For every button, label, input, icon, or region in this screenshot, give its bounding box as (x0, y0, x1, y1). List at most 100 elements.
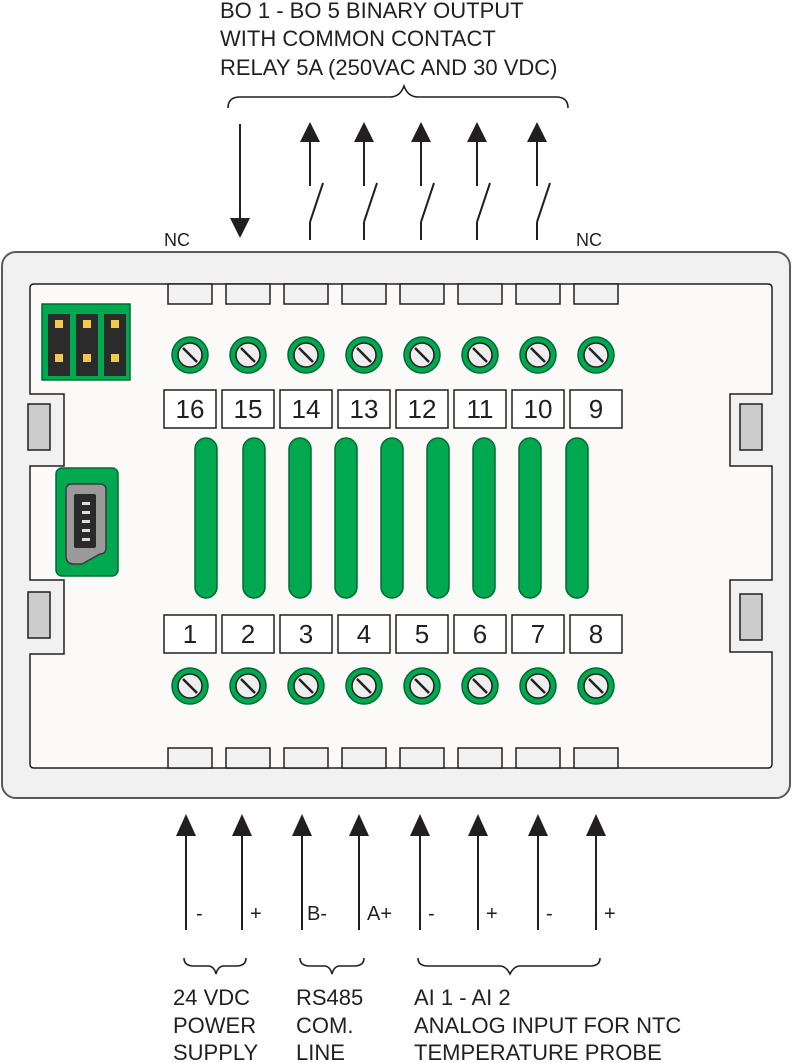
top-cutout (399, 283, 445, 305)
polarity-sign: - (428, 903, 435, 925)
terminal-screw[interactable] (171, 336, 209, 374)
terminal-screw[interactable] (519, 667, 557, 705)
terminal-number-label: 1 (163, 614, 217, 654)
wire-arrow (586, 814, 606, 930)
left-latch-lower (27, 591, 51, 639)
terminal-screw[interactable] (577, 667, 615, 705)
group-power-line-1: 24 VDC (173, 985, 250, 1010)
terminal-number-label: 9 (569, 389, 623, 429)
top-cutout (283, 283, 329, 305)
terminal-number: 1 (183, 619, 197, 649)
relay-contact (467, 122, 491, 240)
polarity-sign: + (604, 903, 616, 925)
contact-bar (334, 437, 358, 599)
top-screw-row (171, 336, 615, 374)
terminal-number-label: 15 (221, 389, 275, 429)
terminal-number: 8 (589, 619, 603, 649)
top-cutout (573, 283, 619, 305)
relay-contact (411, 122, 435, 240)
bottom-terminal-cutouts (167, 747, 619, 769)
polarity-sign: + (486, 903, 498, 925)
relay-contact (300, 122, 324, 240)
terminal-screw[interactable] (577, 336, 615, 374)
polarity-sign: A+ (367, 903, 392, 925)
top-caption-line-1: BO 1 - BO 5 BINARY OUTPUT (220, 0, 524, 23)
terminal-screw[interactable] (229, 667, 267, 705)
terminal-screw[interactable] (403, 667, 441, 705)
terminal-number: 14 (292, 394, 321, 424)
terminal-number: 4 (357, 619, 371, 649)
terminal-screw[interactable] (461, 336, 499, 374)
bottom-cutout (457, 747, 503, 769)
wire-arrow (292, 814, 312, 930)
terminal-number: 10 (524, 394, 553, 424)
group-analog-line-1: AI 1 - AI 2 (414, 985, 511, 1010)
group-rs485-line-2: COM. (296, 1013, 353, 1038)
brace-analog (417, 957, 601, 976)
top-cutout (515, 283, 561, 305)
group-analog-line-2: ANALOG INPUT FOR NTC (414, 1013, 681, 1038)
terminal-screw[interactable] (287, 667, 325, 705)
terminal-screw[interactable] (287, 336, 325, 374)
top-terminal-number-row: 16 15 14 13 12 11 10 9 (163, 389, 623, 429)
pin-header-connector (41, 303, 131, 381)
terminal-number: 3 (299, 619, 313, 649)
top-brace (227, 83, 569, 109)
top-caption-line-2: WITH COMMON CONTACT (220, 26, 496, 51)
polarity-sign: - (196, 903, 203, 925)
terminal-number-label: 4 (337, 614, 391, 654)
top-wiring (230, 124, 250, 238)
terminal-contact-bars (194, 437, 589, 599)
terminal-screw[interactable] (229, 336, 267, 374)
terminal-number-label: 13 (337, 389, 391, 429)
relay-contacts (300, 122, 551, 240)
bottom-cutout (341, 747, 387, 769)
nc-label-left: NC (164, 230, 190, 250)
wire-arrow (468, 814, 488, 930)
wire-arrow (410, 814, 430, 930)
terminal-number: 2 (241, 619, 255, 649)
terminal-number-label: 2 (221, 614, 275, 654)
contact-bar (380, 437, 404, 599)
bottom-cutout (573, 747, 619, 769)
terminal-number: 13 (350, 394, 379, 424)
terminal-number-label: 3 (279, 614, 333, 654)
bottom-cutout (225, 747, 271, 769)
contact-bar (426, 437, 450, 599)
terminal-screw[interactable] (519, 336, 557, 374)
bottom-screw-row (171, 667, 615, 705)
terminal-screw[interactable] (345, 667, 383, 705)
contact-bar (518, 437, 542, 599)
terminal-number: 5 (415, 619, 429, 649)
bottom-polarity-signs: -+B-A+-+-+ (196, 903, 616, 925)
terminal-number: 12 (408, 394, 437, 424)
terminal-number-label: 11 (453, 389, 507, 429)
group-rs485-line-3: LINE (296, 1040, 345, 1063)
top-cutout (225, 283, 271, 305)
terminal-number-label: 6 (453, 614, 507, 654)
wire-arrow (176, 814, 196, 930)
terminal-number: 16 (176, 394, 205, 424)
terminal-screw[interactable] (171, 667, 209, 705)
contact-bar (242, 437, 266, 599)
contact-bar (565, 437, 589, 599)
group-power-line-3: SUPPLY (173, 1040, 259, 1063)
top-terminal-cutouts (167, 283, 619, 305)
mini-usb-port[interactable] (55, 467, 119, 577)
terminal-number-label: 8 (569, 614, 623, 654)
polarity-sign: - (546, 903, 553, 925)
right-latch-upper (739, 403, 763, 451)
terminal-screw[interactable] (345, 336, 383, 374)
wire-arrow (528, 814, 548, 930)
relay-contact (354, 122, 378, 240)
terminal-number: 9 (589, 394, 603, 424)
terminal-screw[interactable] (461, 667, 499, 705)
polarity-sign: B- (307, 903, 327, 925)
terminal-screw[interactable] (403, 336, 441, 374)
wire-arrow (232, 814, 252, 930)
left-latch-upper (27, 403, 51, 451)
terminal-number-label: 12 (395, 389, 449, 429)
relay-contact (527, 122, 551, 240)
terminal-number-label: 7 (511, 614, 565, 654)
